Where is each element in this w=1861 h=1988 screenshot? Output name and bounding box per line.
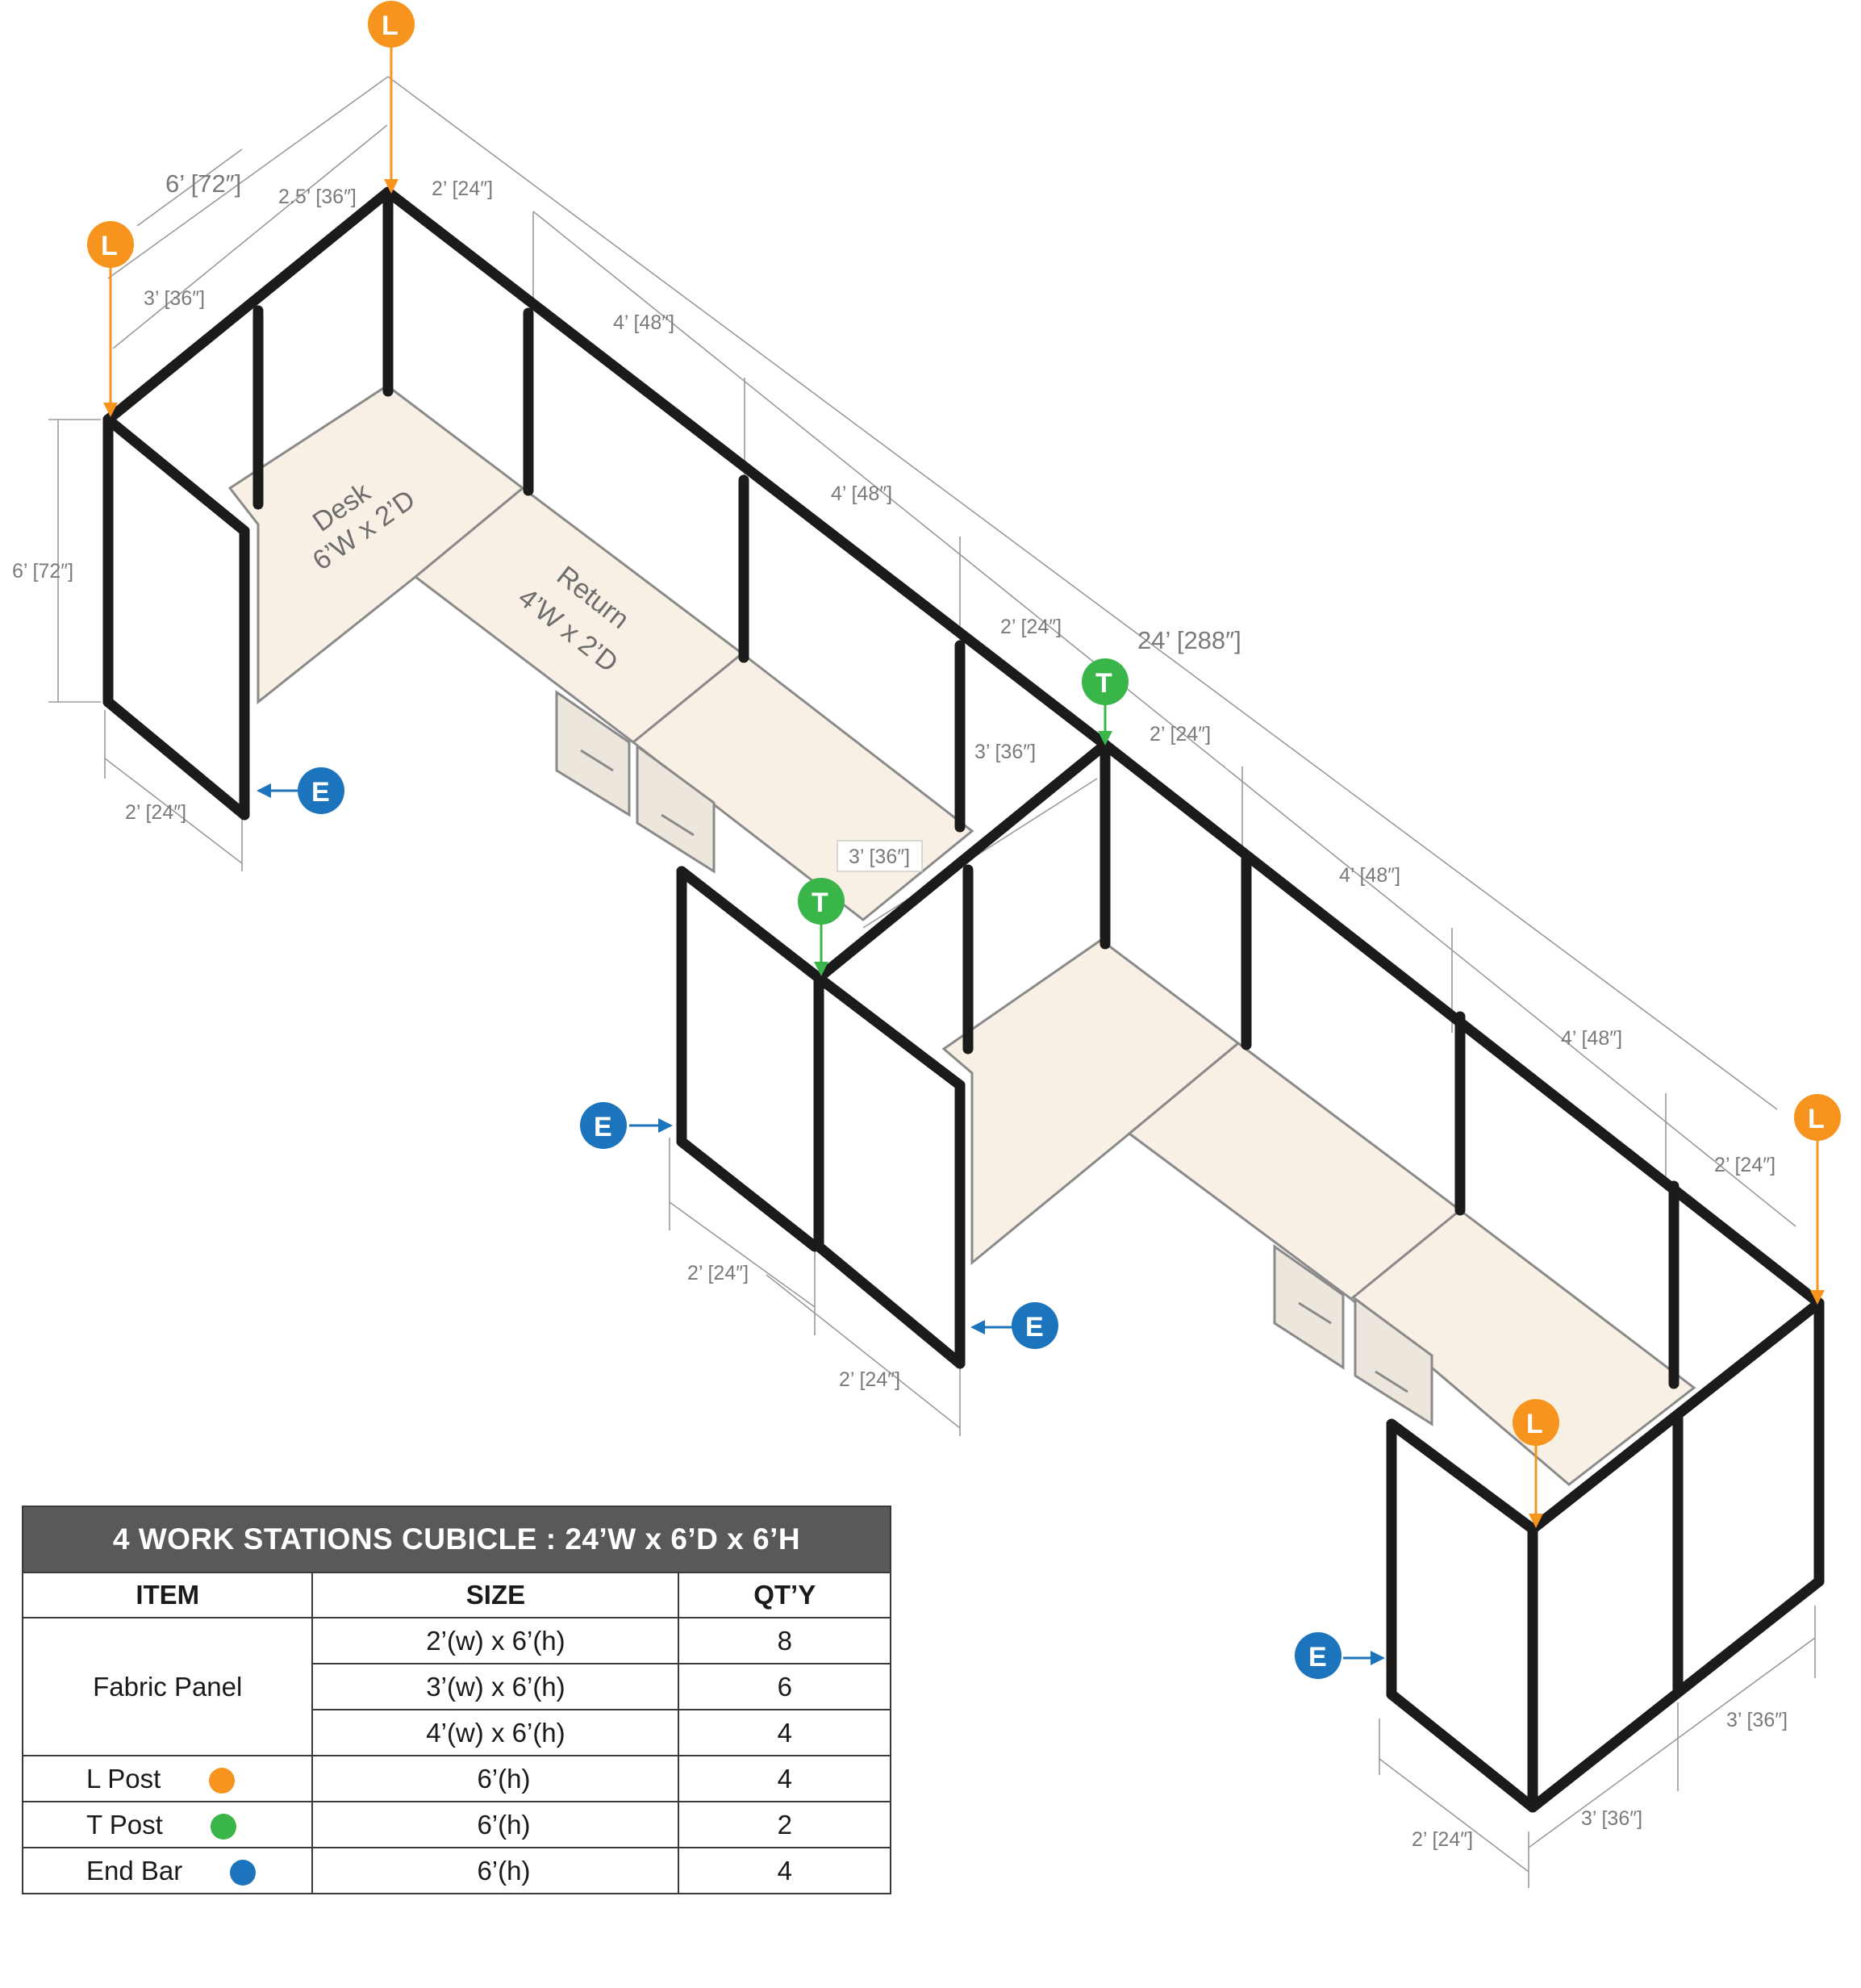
dim-right-3ft-b: 3’ [36″]	[1581, 1807, 1642, 1830]
end-bar-marker: E	[1012, 1302, 1058, 1349]
qty-cell: 2	[678, 1801, 891, 1848]
return-extension-surface	[1349, 1209, 1696, 1486]
size-cell: 6’(h)	[311, 1755, 680, 1802]
table-row: End Bar 6’(h) 4	[21, 1847, 891, 1894]
item-fabric-panel: Fabric Panel	[21, 1617, 314, 1756]
dim-overall-length: 24’ [288″]	[1137, 626, 1241, 654]
table-row: Fabric Panel 2’(w) x 6’(h) 8	[21, 1617, 891, 1756]
end-bar-marker-label: E	[1025, 1312, 1044, 1343]
column-header-item: ITEM	[21, 1572, 314, 1618]
right-station-worksurface	[941, 938, 1696, 1486]
dim-right-3ft-a: 3’ [36″]	[1726, 1709, 1788, 1731]
dim-overall-depth: 6’ [72″]	[165, 169, 241, 198]
t-post-marker-label: T	[1095, 668, 1112, 699]
dimension-labels: 6’ [72″] 2.5’ [36″] 2’ [24″] 3’ [36″] 4’…	[12, 169, 1788, 1851]
t-post-marker-label: T	[812, 888, 828, 918]
item-end-bar: End Bar	[86, 1855, 183, 1886]
end-bar-swatch	[230, 1859, 257, 1886]
callout-arrows	[103, 44, 1825, 1665]
l-post-marker: L	[368, 1, 415, 48]
l-post-marker: L	[87, 221, 134, 268]
dim-desk-depth: 2.5’ [36″]	[278, 186, 357, 208]
dim-run-2ft-b: 2’ [24″]	[1150, 723, 1211, 746]
end-bar-marker-label: E	[1308, 1642, 1327, 1673]
l-post-marker: L	[1513, 1399, 1559, 1446]
qty-cell: 4	[678, 1755, 891, 1802]
dim-mid-3ft: 3’ [36″]	[974, 741, 1036, 763]
l-post-marker-label: L	[382, 10, 398, 41]
size-cell: 2’(w) x 6’(h)	[311, 1617, 680, 1664]
table-row: 4’(w) x 6’(h) 4	[23, 1709, 891, 1756]
end-bar-marker: E	[580, 1102, 627, 1149]
table-title: 4 WORK STATIONS CUBICLE : 24’W x 6’D x 6…	[22, 1506, 891, 1573]
column-header-qty: QT’Y	[678, 1572, 891, 1618]
t-post-marker: T	[798, 878, 845, 925]
l-post-marker: L	[1794, 1094, 1841, 1141]
dim-run-2ft-a: 2’ [24″]	[1000, 616, 1062, 638]
size-cell: 4’(w) x 6’(h)	[311, 1709, 680, 1756]
qty-cell: 6	[678, 1663, 891, 1710]
item-end-bar-cell: End Bar	[21, 1847, 314, 1894]
qty-cell: 4	[678, 1847, 891, 1894]
dim-right-base-2ft: 2’ [24″]	[1412, 1828, 1473, 1851]
left-pedestals	[555, 690, 716, 874]
bill-of-materials-table: 4 WORK STATIONS CUBICLE : 24’W x 6’D x 6…	[21, 1506, 891, 1894]
panel-frames	[102, 186, 1825, 1813]
t-post-marker: T	[1082, 658, 1129, 705]
dim-run-4ft-a: 4’ [48″]	[613, 311, 674, 334]
l-post-marker-label: L	[1526, 1409, 1543, 1439]
end-bar-marker-label: E	[594, 1112, 612, 1142]
dim-left-base-2ft: 2’ [24″]	[125, 801, 186, 824]
dim-run-4ft-b: 4’ [48″]	[831, 482, 892, 505]
dim-mid-base-2ft-a: 2’ [24″]	[687, 1262, 749, 1284]
l-post-marker-label: L	[101, 231, 118, 261]
dim-run-4ft-d: 4’ [48″]	[1561, 1027, 1622, 1050]
qty-cell: 8	[678, 1617, 891, 1664]
size-cell: 6’(h)	[311, 1801, 680, 1848]
dim-run-2ft-c: 2’ [24″]	[1714, 1154, 1775, 1176]
qty-cell: 4	[678, 1709, 891, 1756]
end-bar-marker: E	[298, 767, 344, 814]
dim-height: 6’ [72″]	[12, 560, 73, 583]
dim-mid-base-2ft-b: 2’ [24″]	[839, 1368, 900, 1391]
item-l-post: L Post	[86, 1763, 161, 1794]
dim-run-4ft-c: 4’ [48″]	[1339, 864, 1400, 887]
item-t-post: T Post	[86, 1809, 163, 1840]
l-post-swatch	[208, 1767, 235, 1794]
l-post-marker-label: L	[1808, 1104, 1825, 1134]
item-l-post-cell: L Post	[21, 1755, 314, 1802]
dim-top-2ft: 2’ [24″]	[432, 178, 493, 200]
end-bar-marker-label: E	[311, 777, 330, 808]
size-cell: 3’(w) x 6’(h)	[311, 1663, 680, 1710]
end-bar-marker: E	[1295, 1632, 1342, 1679]
right-pedestals	[1273, 1244, 1433, 1426]
dim-upper-3ft: 3’ [36″]	[144, 287, 205, 310]
table-row: L Post 6’(h) 4	[21, 1755, 891, 1802]
item-t-post-cell: T Post	[21, 1801, 314, 1848]
table-row: 3’(w) x 6’(h) 6	[23, 1663, 891, 1710]
table-header-row: ITEM SIZE QT’Y	[21, 1572, 891, 1618]
dimension-lines	[48, 76, 1816, 1888]
size-cell: 6’(h)	[311, 1847, 680, 1894]
column-header-size: SIZE	[311, 1572, 680, 1618]
t-post-swatch	[210, 1813, 236, 1840]
table-row: T Post 6’(h) 2	[21, 1801, 891, 1848]
dim-mid-3ft-boxed: 3’ [36″]	[849, 846, 910, 868]
